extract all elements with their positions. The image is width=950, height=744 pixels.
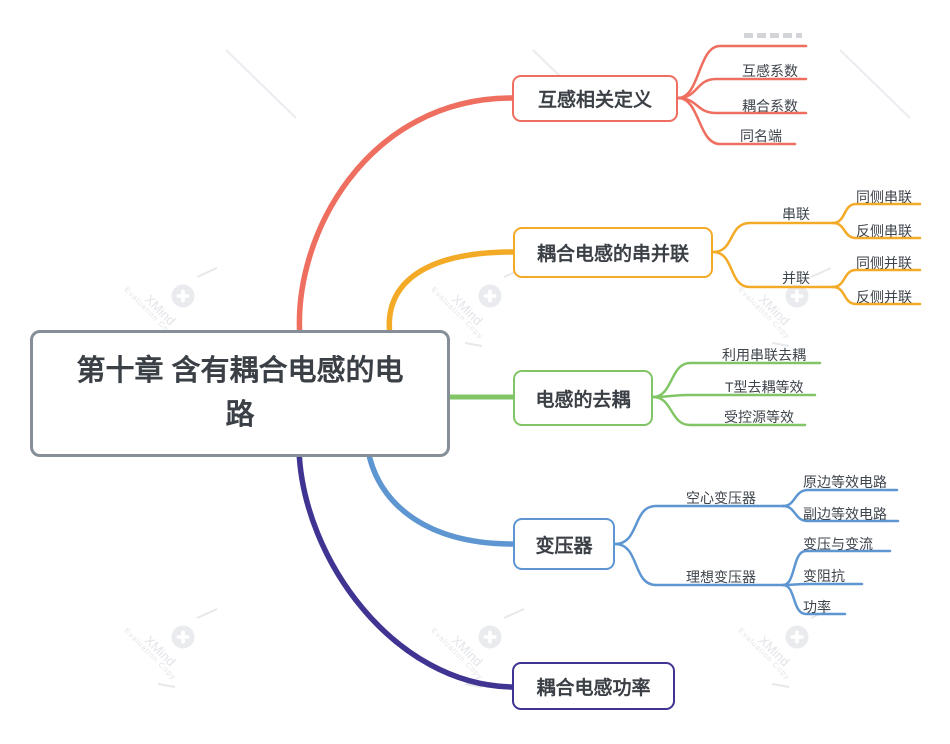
leaf-secondary-equivalent[interactable]: 副边等效电路 [803,506,887,522]
watermark-slash [225,49,297,119]
connector-central-to-series-parallel [386,249,516,339]
leaf-voltage-current[interactable]: 变压与变流 [803,536,873,552]
watermark-dash [464,683,483,688]
edge-dotted-terminal [676,96,797,146]
leaf-mutual-coefficient[interactable]: 互感系数 [742,63,798,79]
watermark-dash [810,267,832,278]
leaf-dotted-terminal[interactable]: 同名端 [740,128,782,144]
leaf-t-decoupling[interactable]: T型去耦等效 [725,379,804,395]
watermark-dash [771,342,790,347]
watermark-plus-icon [795,630,799,644]
edge-opposite-side-series [831,221,922,240]
leaf-same-side-parallel[interactable]: 同侧并联 [856,255,912,271]
leaf-ideal-transformer[interactable]: 理想变压器 [686,569,756,585]
watermark-plus-icon [488,289,492,303]
leaf-impedance[interactable]: 变阻抗 [803,568,845,584]
edge-secondary-equivalent [781,504,900,523]
leaf-primary-equivalent[interactable]: 原边等效电路 [803,474,887,490]
watermark-dash [771,683,790,688]
topic-decoupling[interactable]: 电感的去耦 [513,370,653,426]
leaf-opposite-side-parallel[interactable]: 反侧并联 [856,289,912,305]
leaf-coupling-coefficient[interactable]: 耦合系数 [742,98,798,114]
leaf-series-decoupling[interactable]: 利用串联去耦 [722,347,806,363]
connector-central-to-mutual-definitions [296,95,515,341]
watermark-plus-icon [181,630,185,644]
watermark-plus-icon [181,289,185,303]
topic-series-parallel[interactable]: 耦合电感的串并联 [513,227,713,278]
leaf-series-group[interactable]: 串联 [782,206,810,222]
topic-series-parallel-label: 耦合电感的串并联 [536,244,689,265]
clipped-topic-remnant [744,33,802,38]
topic-mutual-definitions[interactable]: 互感相关定义 [512,75,678,122]
leaf-air-core-transformer[interactable]: 空心变压器 [686,490,756,506]
topic-coupled-power[interactable]: 耦合电感功率 [512,662,675,710]
watermark-plus-icon [488,630,492,644]
edge-controlled-source [651,395,807,427]
edge-ideal-group [613,542,785,587]
edge-opposite-side-parallel [831,285,922,306]
leaf-controlled-source[interactable]: 受控源等效 [724,409,794,425]
central-topic[interactable]: 第十章 含有耦合电感的电路 [30,330,450,457]
topic-transformer-label: 变压器 [535,535,593,557]
watermark-dash [196,267,218,278]
topic-coupled-power-label: 耦合电感功率 [536,677,651,699]
watermark-plus-icon [795,289,799,303]
watermark-dash [196,608,218,619]
edge-series-group [711,221,835,254]
connector-central-to-coupled-power [296,447,515,690]
topic-mutual-definitions-label: 互感相关定义 [537,90,652,111]
watermark-slash [839,49,911,119]
leaf-opposite-side-series[interactable]: 反侧串联 [856,223,912,239]
topic-decoupling-label: 电感的去耦 [535,389,631,411]
leaf-power[interactable]: 功率 [803,599,831,615]
central-topic-label: 第十章 含有耦合电感的电路 [76,355,404,431]
leaf-parallel-group[interactable]: 并联 [782,270,810,286]
leaf-same-side-series[interactable]: 同侧串联 [856,189,912,205]
watermark-dash [157,683,176,688]
topic-transformer[interactable]: 变压器 [513,518,615,570]
edge-parallel-group [711,250,835,289]
watermark-dash [464,342,483,347]
watermark-dash [503,608,525,619]
connector-central-to-transformer [365,447,516,547]
edge-air-core-group [613,504,785,546]
edge-power [781,583,847,616]
